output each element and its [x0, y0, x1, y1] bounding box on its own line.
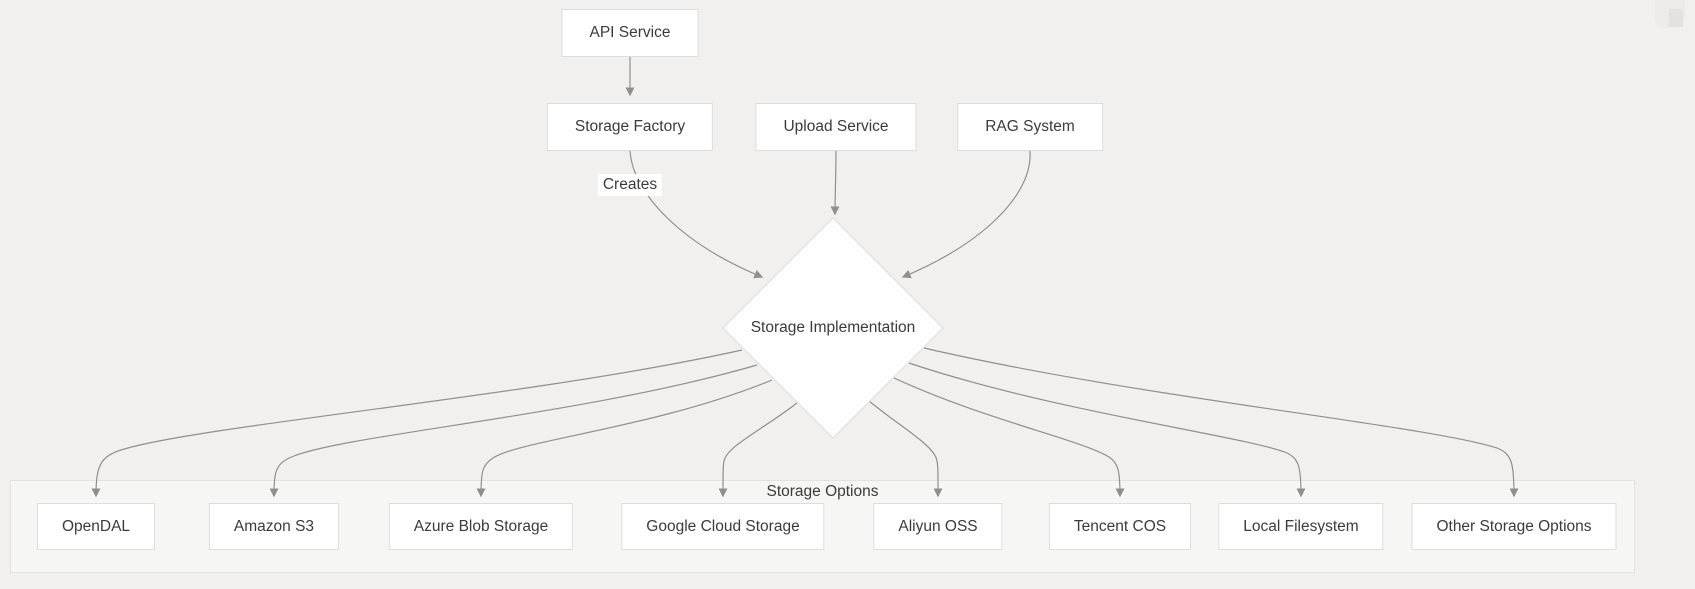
edge-implementation-to-azure-blob [476, 379, 773, 498]
edge-implementation-to-other-options [923, 347, 1519, 498]
edge-implementation-to-tencent-cos [893, 377, 1125, 498]
node-storage-factory: Storage Factory [546, 103, 714, 151]
storage-option-other-storage-options: Other Storage Options [1411, 503, 1617, 550]
storage-option-local-filesystem: Local Filesystem [1218, 503, 1384, 550]
storage-option-tencent-cos: Tencent COS [1048, 503, 1192, 550]
edge-label-creates: Creates [597, 174, 663, 196]
edge-implementation-to-amazon-s3 [269, 364, 758, 498]
node-upload-service: Upload Service [755, 103, 917, 151]
storage-option-opendal: OpenDAL [36, 503, 156, 550]
edge-rag-to-implementation [901, 150, 1031, 279]
edge-implementation-to-opendal [91, 349, 743, 498]
storage-option-amazon-s3: Amazon S3 [208, 503, 340, 550]
edge-factory-to-implementation [629, 150, 764, 279]
edge-implementation-to-google-cloud [718, 402, 798, 498]
edge-upload-to-implementation [830, 150, 840, 216]
edge-implementation-to-aliyun-oss [868, 400, 943, 498]
edge-implementation-to-local-filesystem [908, 362, 1306, 498]
storage-option-aliyun-oss: Aliyun OSS [873, 503, 1003, 550]
decision-diamond-shape [722, 217, 944, 439]
node-rag-system: RAG System [957, 103, 1103, 151]
node-api-service: API Service [561, 9, 699, 57]
scrollbar-thumb[interactable] [1655, 0, 1685, 28]
storage-option-google-cloud-storage: Google Cloud Storage [621, 503, 825, 550]
decision-storage-implementation-label: Storage Implementation [750, 319, 916, 336]
storage-option-azure-blob-storage: Azure Blob Storage [388, 503, 574, 550]
storage-options-title: Storage Options [766, 483, 879, 500]
scrollbar-thumb-inner [1669, 9, 1683, 27]
